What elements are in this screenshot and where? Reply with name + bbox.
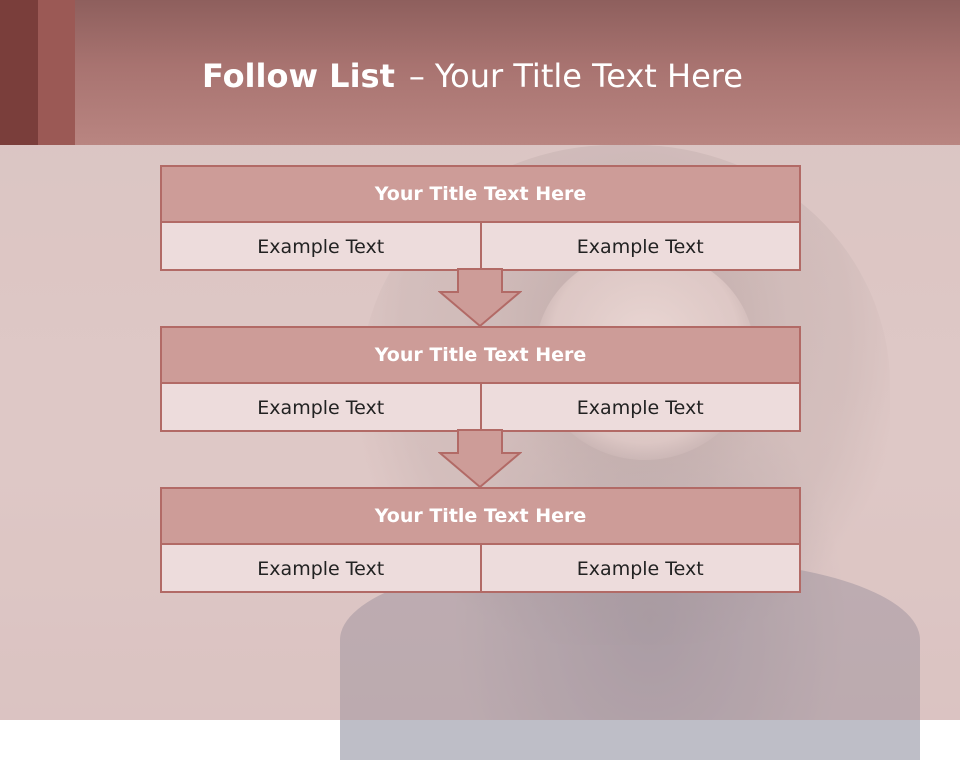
box-row: Example Text Example Text bbox=[162, 545, 799, 593]
box-cell-left: Example Text bbox=[257, 558, 385, 580]
box-cell-right: Example Text bbox=[479, 545, 800, 593]
title-dash: – bbox=[408, 57, 425, 95]
box-cell-right: Example Text bbox=[479, 384, 800, 432]
box-cell-left: Example Text bbox=[257, 236, 385, 258]
title-strong: Follow List bbox=[202, 57, 395, 95]
box-heading: Your Title Text Here bbox=[162, 489, 799, 545]
box-row: Example Text Example Text bbox=[162, 384, 799, 432]
box-row: Example Text Example Text bbox=[162, 223, 799, 271]
header-band: Follow List–Your Title Text Here bbox=[0, 0, 960, 145]
down-arrow-icon bbox=[438, 429, 522, 489]
box-cell-left: Example Text bbox=[257, 397, 385, 419]
header-accent-mid bbox=[38, 0, 75, 145]
slide-title: Follow List–Your Title Text Here bbox=[202, 54, 743, 98]
header-accent-dark bbox=[0, 0, 38, 145]
list-box-2: Your Title Text Here Example Text Exampl… bbox=[160, 326, 801, 432]
box-heading: Your Title Text Here bbox=[162, 328, 799, 384]
title-rest: Your Title Text Here bbox=[434, 57, 743, 95]
box-cell-right: Example Text bbox=[479, 223, 800, 271]
list-box-3: Your Title Text Here Example Text Exampl… bbox=[160, 487, 801, 593]
box-heading: Your Title Text Here bbox=[162, 167, 799, 223]
down-arrow-icon bbox=[438, 268, 522, 328]
list-box-1: Your Title Text Here Example Text Exampl… bbox=[160, 165, 801, 271]
